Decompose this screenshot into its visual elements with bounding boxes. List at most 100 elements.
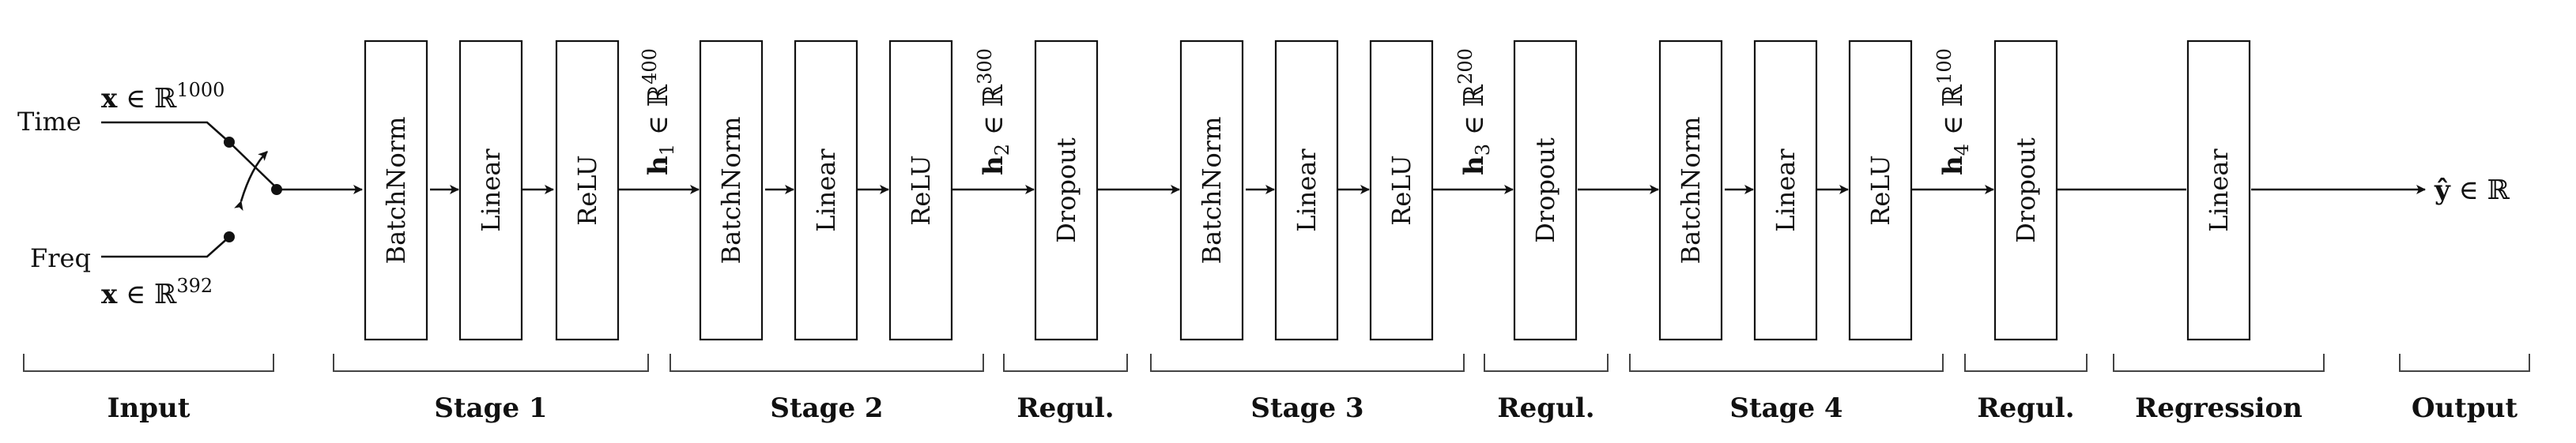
layer-box	[1513, 39, 1578, 341]
layer-box	[888, 39, 953, 341]
layer-block-linear: Linear	[794, 39, 858, 341]
switch-toggle-arrow-icon	[234, 151, 268, 212]
layer-box	[1658, 39, 1723, 341]
group-bracket-regul	[1003, 354, 1128, 372]
group-label-input: Input	[107, 392, 190, 424]
h1-in: ∈	[643, 107, 674, 144]
group-bracket-stage-2	[669, 354, 984, 372]
h4-var: h	[1937, 156, 1969, 175]
h2-set: ℝ	[978, 84, 1009, 107]
group-label-stage-4: Stage 4	[1729, 392, 1842, 424]
group-label-output: Output	[2412, 392, 2518, 424]
layer-block-label: Dropout	[1530, 137, 1560, 243]
group-label-stage-2: Stage 2	[770, 392, 883, 424]
layer-block-batchnorm: BatchNorm	[699, 39, 764, 341]
layer-block-label: Linear	[2204, 148, 2234, 232]
time-dim-var: x	[101, 83, 118, 115]
layer-block-linear: Linear	[1274, 39, 1339, 341]
h2-var: h	[978, 156, 1009, 175]
time-label: Time	[17, 107, 81, 137]
h3-var: h	[1458, 156, 1490, 175]
switch-lever	[228, 141, 277, 189]
layer-blocks: BatchNorm Linear ReLU BatchNorm Linear ReLU Dr…	[364, 39, 2251, 341]
freq-input-wire	[101, 236, 230, 258]
layer-block-linear: Linear	[2186, 39, 2251, 341]
layer-block-label: Dropout	[1051, 137, 1081, 243]
output-label: ŷ ∈ ℝ	[2434, 175, 2510, 206]
layer-block-dropout: Dropout	[1993, 39, 2058, 341]
layer-block-relu: ReLU	[1369, 39, 1434, 341]
h4-set: ℝ	[1937, 84, 1969, 107]
layer-block-label: BatchNorm	[1676, 117, 1706, 265]
freq-input-contact	[224, 231, 235, 242]
layer-block-label: BatchNorm	[381, 117, 411, 265]
h2-sub: 2	[991, 144, 1013, 156]
layer-box	[555, 39, 620, 341]
freq-label: Freq	[30, 243, 91, 273]
h3-exp: 200	[1454, 48, 1477, 84]
layer-box	[1753, 39, 1818, 341]
layer-block-label: ReLU	[572, 155, 602, 226]
layer-box	[1369, 39, 1434, 341]
layer-block-batchnorm: BatchNorm	[1658, 39, 1723, 341]
layer-block-label: BatchNorm	[716, 117, 746, 265]
h4-exp: 100	[1933, 48, 1956, 84]
h4-in: ∈	[1937, 107, 1969, 144]
time-dim-set: ℝ	[154, 83, 177, 115]
input-section: Time Freq x ∈ ℝ1000 x ∈ ℝ392	[17, 79, 363, 310]
group-label-regul: Regul.	[1016, 392, 1114, 424]
group-bracket-output	[2399, 354, 2530, 372]
layer-box	[458, 39, 523, 341]
group-label-stage-3: Stage 3	[1250, 392, 1363, 424]
layer-box	[1993, 39, 2058, 341]
layer-block-relu: ReLU	[1848, 39, 1913, 341]
group-bracket-stage-4	[1629, 354, 1944, 372]
layer-box	[1034, 39, 1099, 341]
layer-block-linear: Linear	[1753, 39, 1818, 341]
group-bracket-regul	[1484, 354, 1609, 372]
layer-block-dropout: Dropout	[1513, 39, 1578, 341]
output-in: ∈	[2450, 175, 2487, 206]
freq-dim-in: ∈	[117, 279, 154, 310]
layer-block-batchnorm: BatchNorm	[364, 39, 428, 341]
output-set: ℝ	[2487, 175, 2510, 206]
time-input-wire	[101, 121, 230, 143]
layer-block-relu: ReLU	[555, 39, 620, 341]
hidden-label-h4: h4 ∈ ℝ100	[1933, 48, 1973, 175]
h2-exp: 300	[974, 48, 996, 84]
layer-box	[2186, 39, 2251, 341]
output-var: ŷ	[2434, 175, 2451, 206]
h1-sub: 1	[656, 144, 678, 156]
group-bracket-regul	[1964, 354, 2088, 372]
freq-dim-var: x	[101, 279, 118, 310]
group-label-regul: Regul.	[1497, 392, 1594, 424]
layer-box	[1179, 39, 1244, 341]
h1-var: h	[643, 156, 674, 175]
layer-block-label: Linear	[1292, 148, 1322, 232]
group-label-regression: Regression	[2135, 392, 2303, 424]
layer-block-dropout: Dropout	[1034, 39, 1099, 341]
time-dim-in: ∈	[117, 83, 154, 115]
group-bracket-input	[23, 354, 274, 372]
h1-set: ℝ	[643, 84, 674, 107]
h1-exp: 400	[639, 48, 661, 84]
layer-box	[794, 39, 858, 341]
layer-block-label: ReLU	[906, 155, 936, 226]
h4-sub: 4	[1951, 144, 1973, 156]
group-bracket-stage-1	[333, 354, 649, 372]
hidden-label-h1: h1 ∈ ℝ400	[639, 48, 678, 175]
group-label-regul: Regul.	[1977, 392, 2074, 424]
hidden-label-h3: h3 ∈ ℝ200	[1454, 48, 1494, 175]
group-bracket-stage-3	[1150, 354, 1465, 372]
layer-block-label: BatchNorm	[1197, 117, 1227, 265]
hidden-label-h2: h2 ∈ ℝ300	[974, 48, 1013, 175]
layer-block-label: ReLU	[1865, 155, 1895, 226]
layer-block-relu: ReLU	[888, 39, 953, 341]
h3-in: ∈	[1458, 107, 1490, 144]
freq-dim-label: x ∈ ℝ392	[101, 275, 213, 310]
layer-box	[699, 39, 764, 341]
h2-in: ∈	[978, 107, 1009, 144]
h3-set: ℝ	[1458, 84, 1490, 107]
